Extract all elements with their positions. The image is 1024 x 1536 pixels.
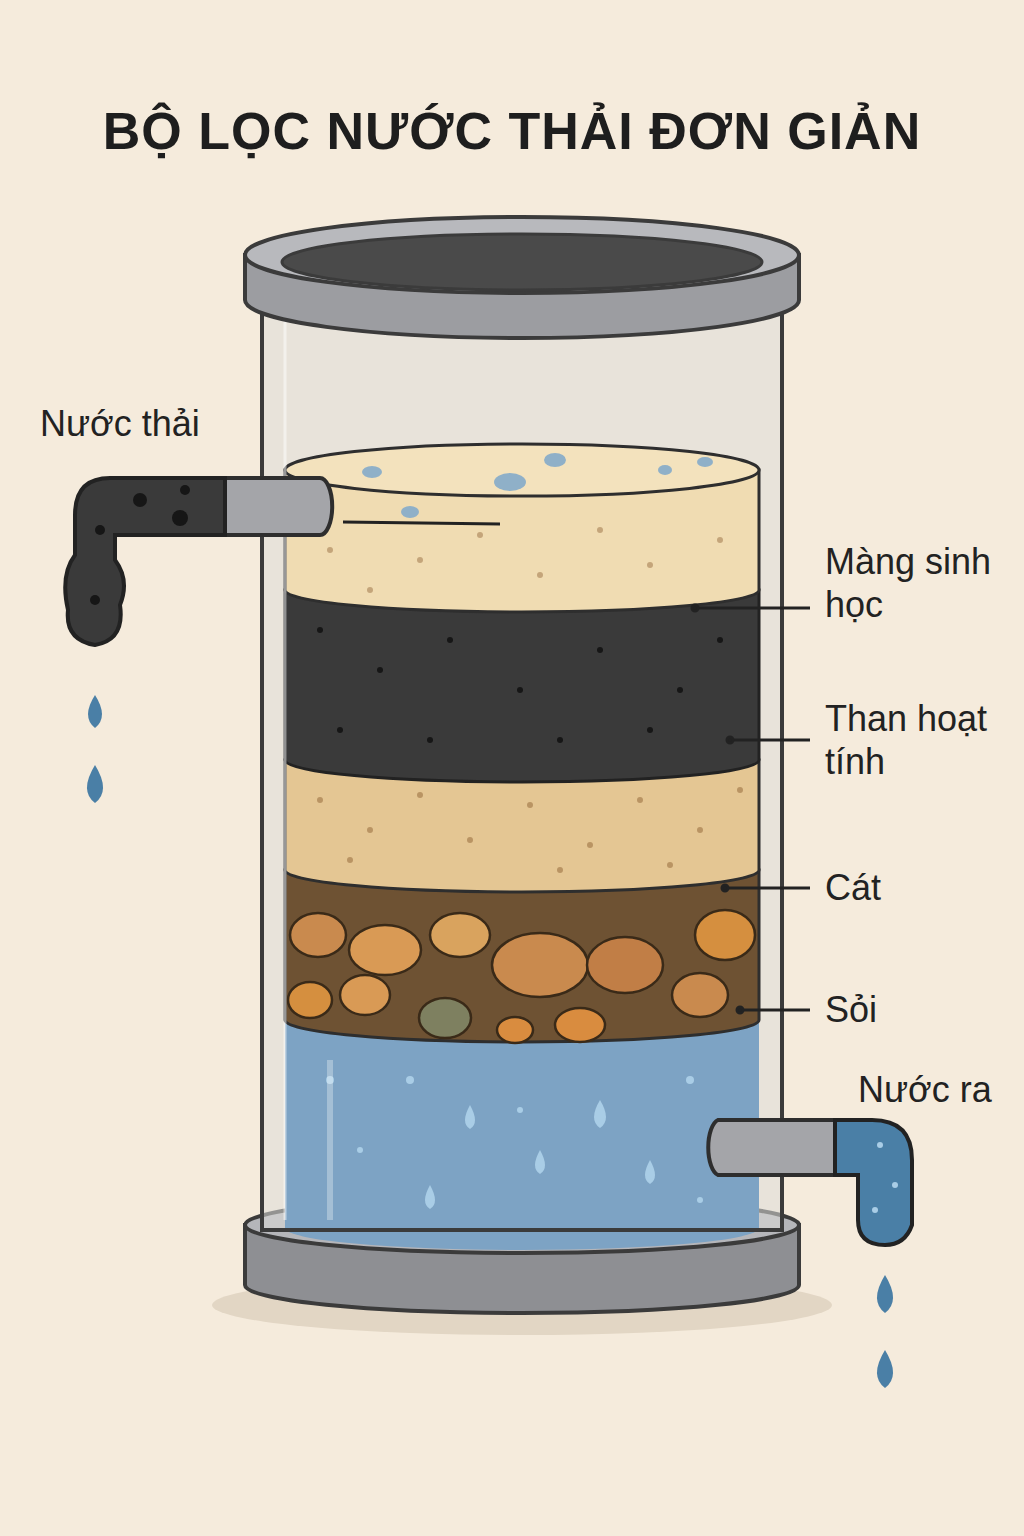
outlet-label: Nước ra [858, 1068, 1018, 1111]
layer-label: Màng sinh học [825, 540, 1005, 626]
layer-label: Cát [825, 866, 1005, 909]
layer-label: Than hoạt tính [825, 697, 1010, 783]
layer-label: Sỏi [825, 988, 1005, 1031]
inlet-label: Nước thải [40, 402, 260, 445]
diagram-title: BỘ LỌC NƯỚC THẢI ĐƠN GIẢN [0, 100, 1024, 162]
